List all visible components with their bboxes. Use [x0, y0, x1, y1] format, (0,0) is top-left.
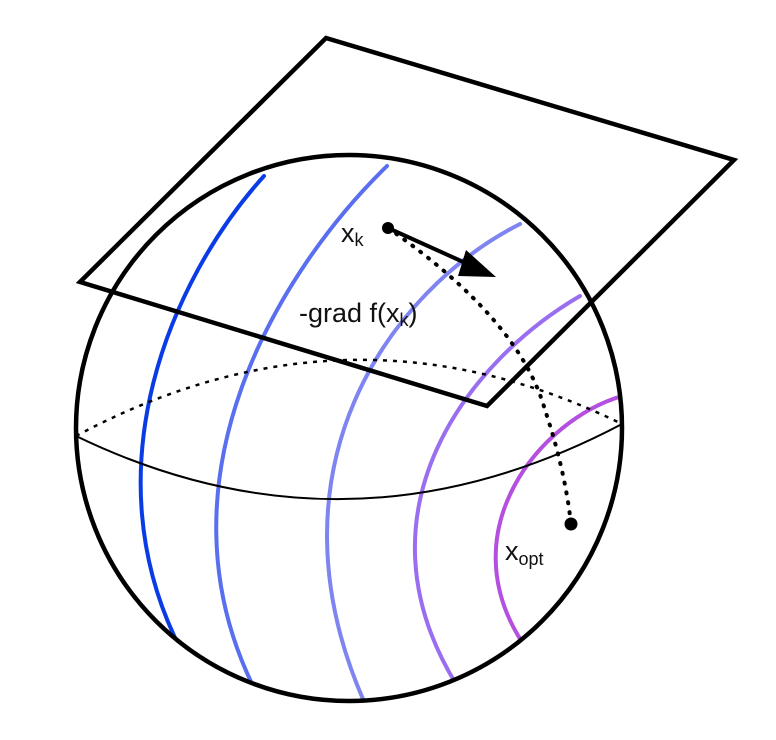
gradient-arrowhead [458, 250, 496, 277]
geodesic-path [386, 226, 573, 526]
contour-line-1 [138, 174, 266, 650]
label-xk: xk [341, 218, 365, 250]
contour-line-2 [214, 164, 389, 692]
contour-line-4 [412, 294, 582, 686]
point-xk [382, 222, 394, 234]
tangent-plane [75, 35, 739, 409]
contour-line-3 [325, 222, 522, 701]
equator-front [75, 423, 623, 501]
point-xopt [564, 517, 578, 531]
contour-lines [138, 164, 622, 701]
sphere-outline [73, 152, 625, 704]
gradient-arrow [387, 226, 471, 267]
label-gradient: -grad f(xk) [299, 298, 418, 330]
label-xopt: xopt [505, 536, 544, 569]
